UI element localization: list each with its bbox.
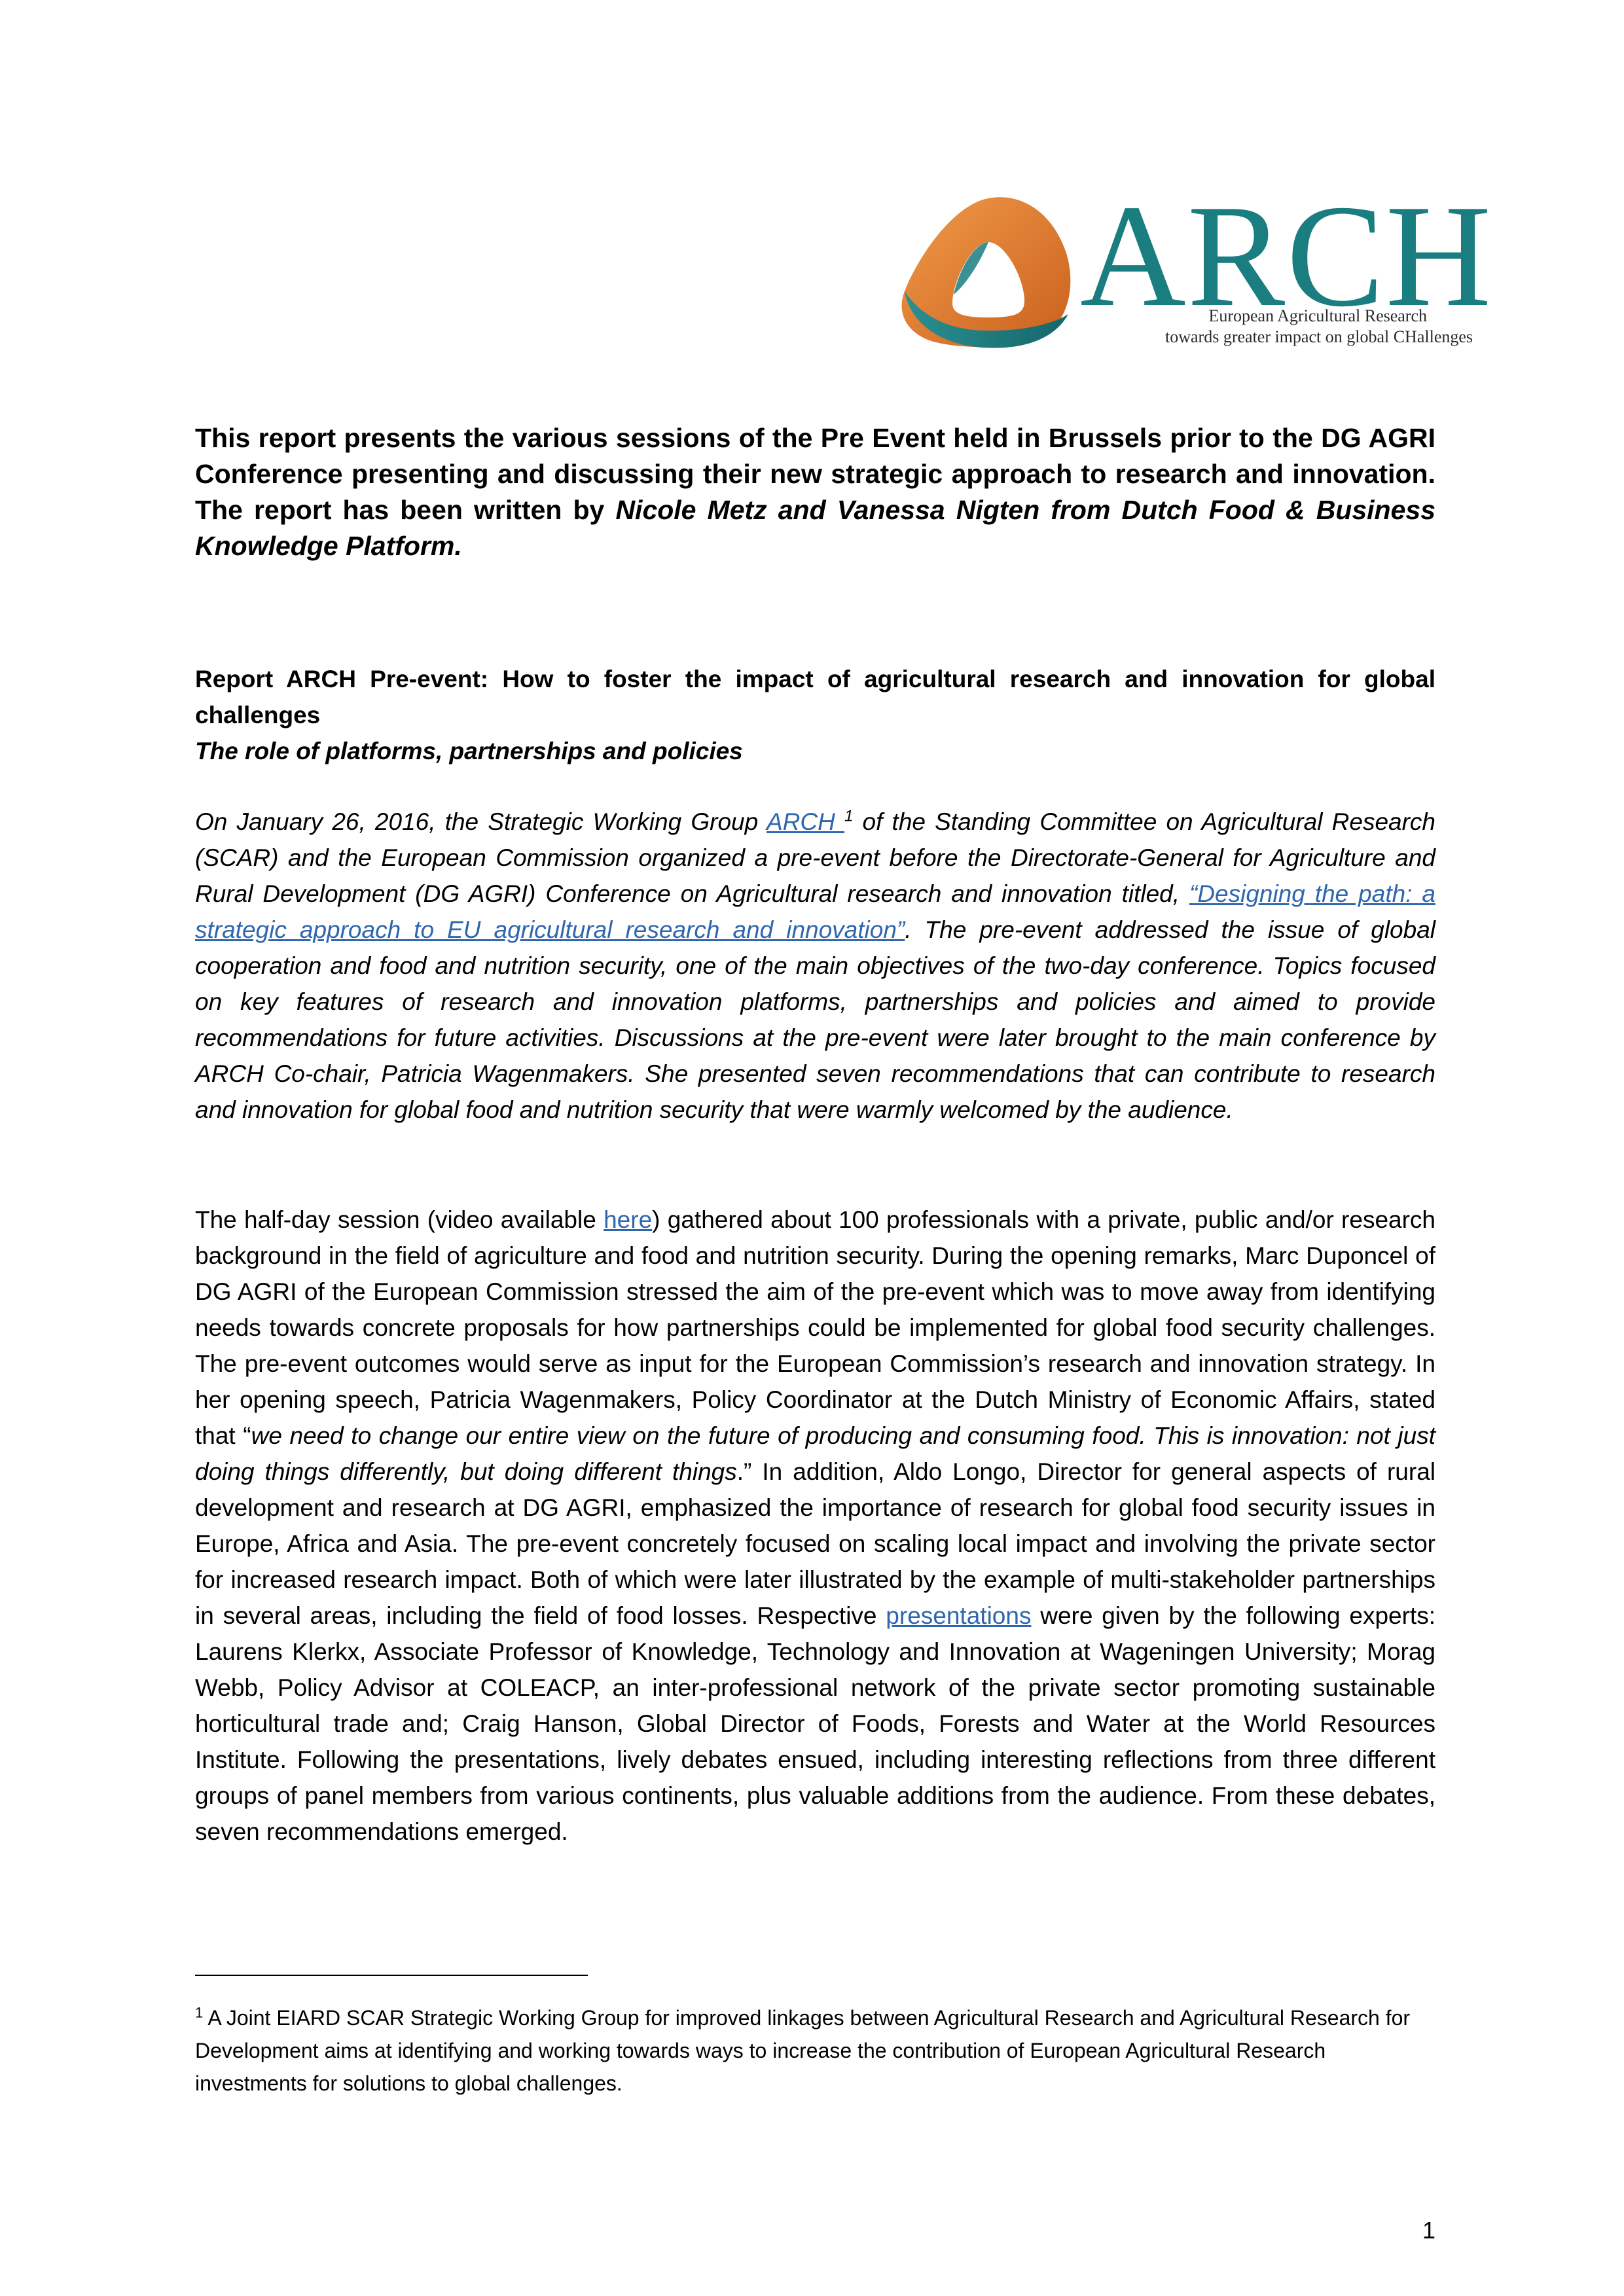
logo-tagline-line2: towards greater impact on global CHallen… xyxy=(1165,327,1473,346)
para2-text-2: ) gathered about 100 professionals with … xyxy=(195,1206,1435,1449)
page-number: 1 xyxy=(1422,2217,1435,2244)
arch-link[interactable]: ARCH xyxy=(766,808,844,835)
conference-title-link[interactable]: “Designing the path: a strategic approac… xyxy=(195,880,1435,943)
para1-text-1: On January 26, 2016, the Strategic Worki… xyxy=(195,808,767,835)
footnote-1: 1 A Joint EIARD SCAR Strategic Working G… xyxy=(195,2001,1435,2100)
para2-text-3: .” In addition, Aldo Longo, Director for… xyxy=(195,1458,1435,1629)
arch-triangle-icon xyxy=(901,197,1071,348)
presentations-link[interactable]: presentations xyxy=(886,1602,1032,1629)
report-subtitle: The role of platforms, partnerships and … xyxy=(195,738,743,764)
para2-text-4: were given by the following experts: Lau… xyxy=(195,1602,1435,1845)
logo-wordmark: ARCH xyxy=(1080,175,1493,337)
intro-authors: Nicole Metz and Vanessa Nigten from Dutc… xyxy=(195,495,1435,561)
para1-text-3: . The pre-event addressed the issue of g… xyxy=(195,916,1435,1123)
report-title: Report ARCH Pre-event: How to foster the… xyxy=(195,666,1435,728)
para2-text-1: The half-day session (video available xyxy=(195,1206,604,1233)
intro-text: This report presents the various session… xyxy=(195,423,1435,525)
footnote-ref-1: 1 xyxy=(844,807,854,825)
arch-logo: ARCH European Agricultural Research towa… xyxy=(890,183,1491,357)
logo-tagline-line1: European Agricultural Research xyxy=(1208,306,1427,325)
intro-paragraph: This report presents the various session… xyxy=(195,420,1435,564)
footnote-separator xyxy=(195,1975,588,1976)
paragraph-session: The half-day session (video available he… xyxy=(195,1202,1435,1850)
para1-text-2: of the Standing Committee on Agricultura… xyxy=(195,808,1435,907)
wagenmakers-quote: we need to change our entire view on the… xyxy=(195,1422,1435,1485)
footnote-text: A Joint EIARD SCAR Strategic Working Gro… xyxy=(195,2006,1411,2095)
video-here-link[interactable]: here xyxy=(604,1206,653,1233)
footnote-marker: 1 xyxy=(195,2004,204,2021)
paragraph-pre-event: On January 26, 2016, the Strategic Worki… xyxy=(195,804,1435,1128)
logo-tagline: European Agricultural Research towards g… xyxy=(1165,306,1473,348)
